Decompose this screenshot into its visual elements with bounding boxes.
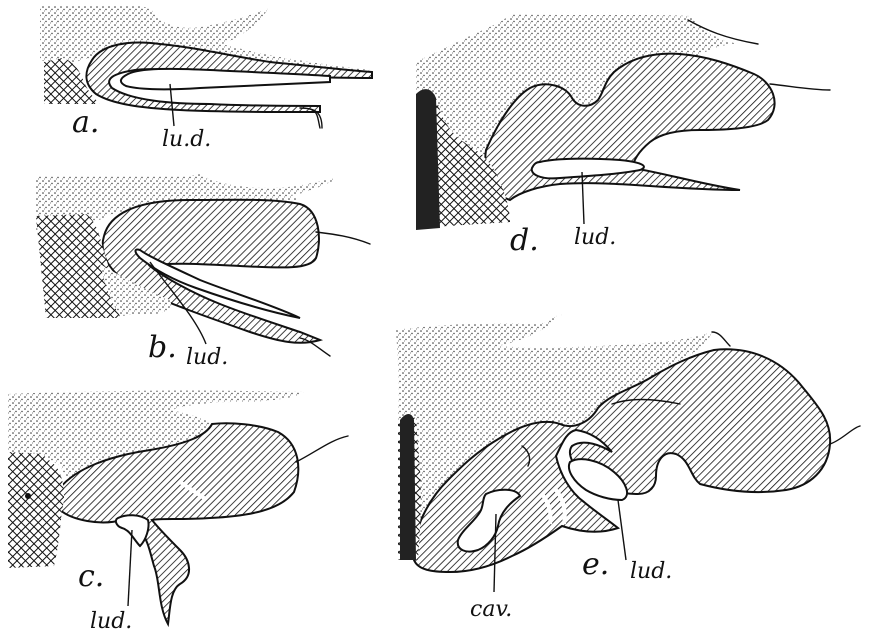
panel-c-label: lud. bbox=[90, 609, 132, 633]
panel-c-letter: c. bbox=[78, 559, 104, 594]
panel-c: c. lud. bbox=[8, 391, 348, 633]
panel-a-label: lu.d. bbox=[162, 127, 211, 152]
panel-d-letter: d. bbox=[510, 223, 539, 258]
panel-d-label: lud. bbox=[574, 225, 616, 250]
panel-c-label-leader bbox=[128, 530, 132, 606]
panel-d: d. lud. bbox=[416, 14, 830, 258]
panel-e-lud-leader bbox=[618, 500, 626, 560]
panel-a-letter: a. bbox=[72, 105, 99, 140]
panel-e-dark-band bbox=[400, 414, 416, 560]
panel-c-duct-tail bbox=[296, 436, 348, 462]
panel-b-label: lud. bbox=[186, 345, 228, 370]
panel-e-cav-label: cav. bbox=[470, 597, 512, 622]
panel-e: e. cav. lud. bbox=[396, 304, 860, 622]
panel-c-crosshatched-region bbox=[8, 452, 64, 568]
panel-e-lud-label: lud. bbox=[630, 559, 672, 584]
panel-b: b. lud. bbox=[36, 174, 370, 370]
panel-c-dot bbox=[25, 493, 31, 499]
panel-a: a. lu.d. bbox=[40, 6, 372, 152]
panel-b-letter: b. bbox=[148, 330, 177, 365]
panel-e-letter: e. bbox=[582, 547, 609, 582]
panel-b-hatched-region bbox=[103, 200, 320, 343]
